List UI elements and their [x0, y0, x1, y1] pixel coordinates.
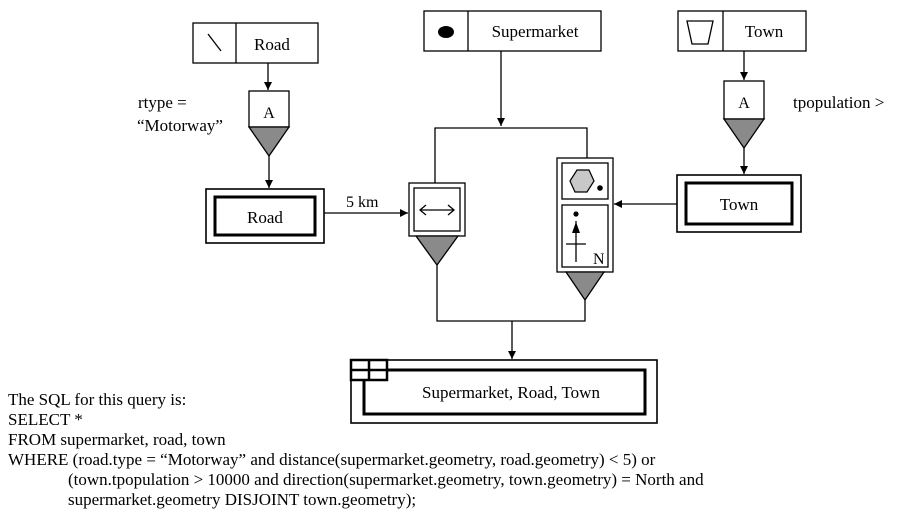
supermarket-split-line	[434, 127, 588, 183]
sql-where-line1: WHERE (road.type = “Motorway” and distan…	[8, 450, 656, 469]
town-source-box: Town	[677, 10, 807, 52]
final-result-label: Supermarket, Road, Town	[422, 383, 600, 402]
town-filter-operator: A	[738, 95, 750, 112]
distance-label: 5 km	[346, 194, 379, 211]
supermarket-source-box: Supermarket	[423, 10, 602, 52]
sql-from: FROM supermarket, road, town	[8, 430, 226, 449]
road-condition-line1: rtype =	[138, 93, 187, 112]
disjoint-point-icon	[597, 185, 603, 191]
town-condition: tpopulation >	[793, 93, 884, 112]
sql-where-line3: supermarket.geometry DISJOINT town.geome…	[68, 490, 417, 509]
town-filter-funnel	[722, 118, 766, 150]
road-source-label: Road	[254, 35, 290, 54]
table-icon	[349, 358, 389, 382]
point-geometry-icon	[438, 26, 454, 38]
merge-line	[436, 265, 586, 322]
distance-join-funnel	[414, 235, 460, 267]
topology-join-funnel	[564, 271, 606, 302]
town-result-label: Town	[720, 195, 759, 214]
topology-direction-operator: N	[556, 157, 614, 302]
line-geometry-icon	[207, 33, 222, 52]
supermarket-source-label: Supermarket	[492, 22, 579, 41]
polygon-geometry-icon	[686, 20, 714, 45]
double-arrow-icon	[418, 204, 456, 216]
sql-select: SELECT *	[8, 410, 83, 429]
road-source-box: Road	[192, 22, 319, 64]
road-condition-line2: “Motorway”	[137, 116, 223, 135]
road-result-box: Road	[205, 188, 325, 244]
town-attribute-filter: A	[722, 80, 766, 150]
distance-join-operator	[408, 182, 466, 267]
road-filter-funnel	[247, 126, 291, 158]
final-result-box: Supermarket, Road, Town	[349, 358, 658, 424]
town-source-label: Town	[745, 22, 784, 41]
north-direction-icon	[566, 211, 586, 262]
direction-label: N	[593, 251, 605, 268]
disjoint-polygon-icon	[569, 169, 595, 193]
town-result-box: Town	[676, 174, 802, 233]
sql-intro: The SQL for this query is:	[8, 390, 187, 409]
road-result-label: Road	[247, 208, 283, 227]
road-filter-operator: A	[263, 105, 275, 122]
road-attribute-filter: A	[247, 90, 291, 158]
sql-where-line2: (town.tpopulation > 10000 and direction(…	[68, 470, 704, 489]
